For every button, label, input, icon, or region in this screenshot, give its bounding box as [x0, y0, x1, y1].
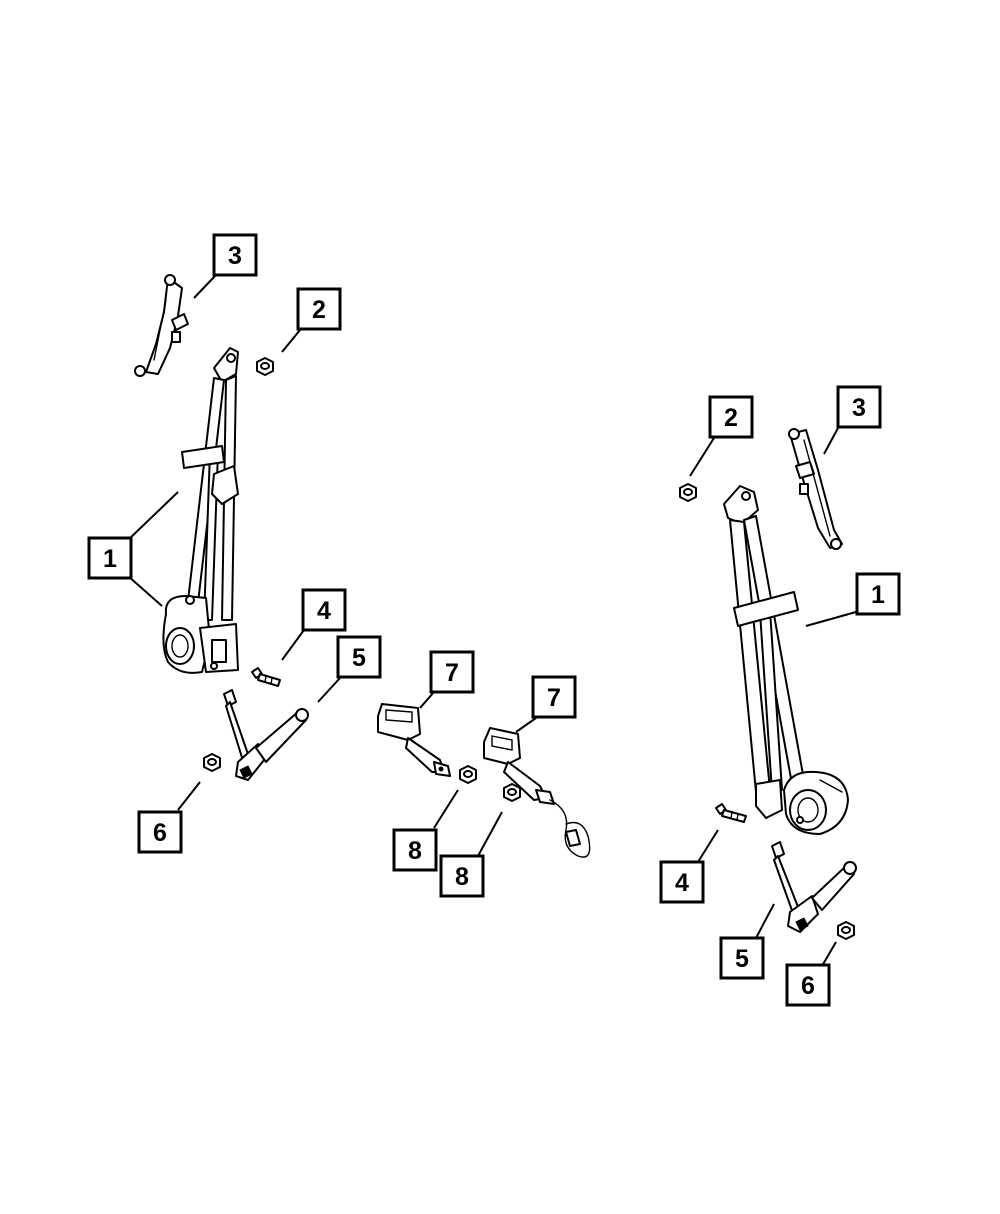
left-nut-part-2: [256, 357, 274, 376]
left-bolt-part-4: [251, 667, 281, 687]
svg-text:8: 8: [455, 863, 469, 891]
svg-text:5: 5: [352, 644, 366, 672]
svg-text:7: 7: [547, 684, 561, 712]
leader-left-1-lower: [127, 575, 163, 607]
svg-text:4: 4: [317, 597, 331, 625]
svg-text:5: 5: [735, 945, 749, 973]
callout-right-2: 2: [708, 395, 754, 439]
callout-left-3: 3: [212, 233, 258, 277]
leader-left-4: [281, 629, 305, 661]
svg-text:2: 2: [724, 404, 738, 432]
left-assembly: [134, 274, 309, 781]
callout-left-6: 6: [137, 810, 183, 854]
callout-center-8a: 8: [392, 828, 438, 872]
callout-center-7b: 7: [531, 675, 577, 719]
svg-text:1: 1: [871, 581, 885, 609]
right-assembly: [679, 428, 857, 940]
leader-right-1: [805, 611, 857, 627]
callout-right-3: 3: [836, 385, 882, 429]
center-nut-part-8a: [459, 765, 477, 784]
leader-right-4: [697, 829, 719, 863]
leader-right-3: [823, 427, 839, 455]
left-belt-assembly-part: [162, 347, 239, 674]
svg-text:6: 6: [153, 819, 167, 847]
callout-right-6: 6: [785, 963, 831, 1007]
svg-text:1: 1: [103, 545, 117, 573]
callout-left-5: 5: [336, 635, 382, 679]
center-nut-part-8b: [503, 783, 521, 802]
leader-left-5: [317, 677, 341, 703]
callout-left-2: 2: [296, 287, 342, 331]
callout-center-7a: 7: [429, 650, 475, 694]
callout-center-8b: 8: [439, 854, 485, 898]
callout-right-4: 4: [659, 860, 705, 904]
leader-left-2: [281, 329, 301, 353]
callout-left-4: 4: [301, 588, 347, 632]
callout-right-1: 1: [855, 572, 901, 616]
leader-right-5: [755, 903, 775, 939]
callout-right-5: 5: [719, 936, 765, 980]
callouts: 3 2 1 4 5 6 7 7: [87, 233, 901, 1007]
right-nut-part-2: [679, 483, 697, 502]
right-belt-assembly-part: [723, 485, 849, 835]
left-height-adjuster-part: [134, 274, 189, 377]
left-nut-part-6: [203, 753, 221, 772]
leader-left-1-upper: [127, 491, 179, 541]
center-buckle-part-7b: [483, 727, 591, 858]
center-buckles: [377, 703, 591, 858]
leader-center-8b: [477, 811, 503, 857]
leader-right-2: [689, 437, 715, 477]
right-bolt-part-4: [715, 803, 747, 823]
leader-left-6: [177, 781, 201, 811]
callout-left-1: 1: [87, 536, 133, 580]
svg-text:3: 3: [228, 242, 242, 270]
svg-text:7: 7: [445, 659, 459, 687]
svg-text:8: 8: [408, 837, 422, 865]
svg-text:4: 4: [675, 869, 689, 897]
svg-text:2: 2: [312, 296, 326, 324]
leader-center-7b: [515, 717, 537, 733]
leader-right-6: [821, 941, 837, 967]
left-buckle-stalk-part: [223, 689, 309, 781]
leader-center-7a: [419, 691, 435, 709]
right-buckle-stalk-part: [771, 841, 857, 933]
svg-text:6: 6: [801, 972, 815, 1000]
right-nut-part-6: [837, 921, 855, 940]
center-buckle-part-7a: [377, 703, 451, 777]
leader-lines: [127, 275, 857, 967]
svg-text:3: 3: [852, 394, 866, 422]
leader-center-8a: [433, 789, 459, 829]
leader-left-3: [193, 275, 216, 299]
right-height-adjuster-part: [788, 428, 843, 550]
